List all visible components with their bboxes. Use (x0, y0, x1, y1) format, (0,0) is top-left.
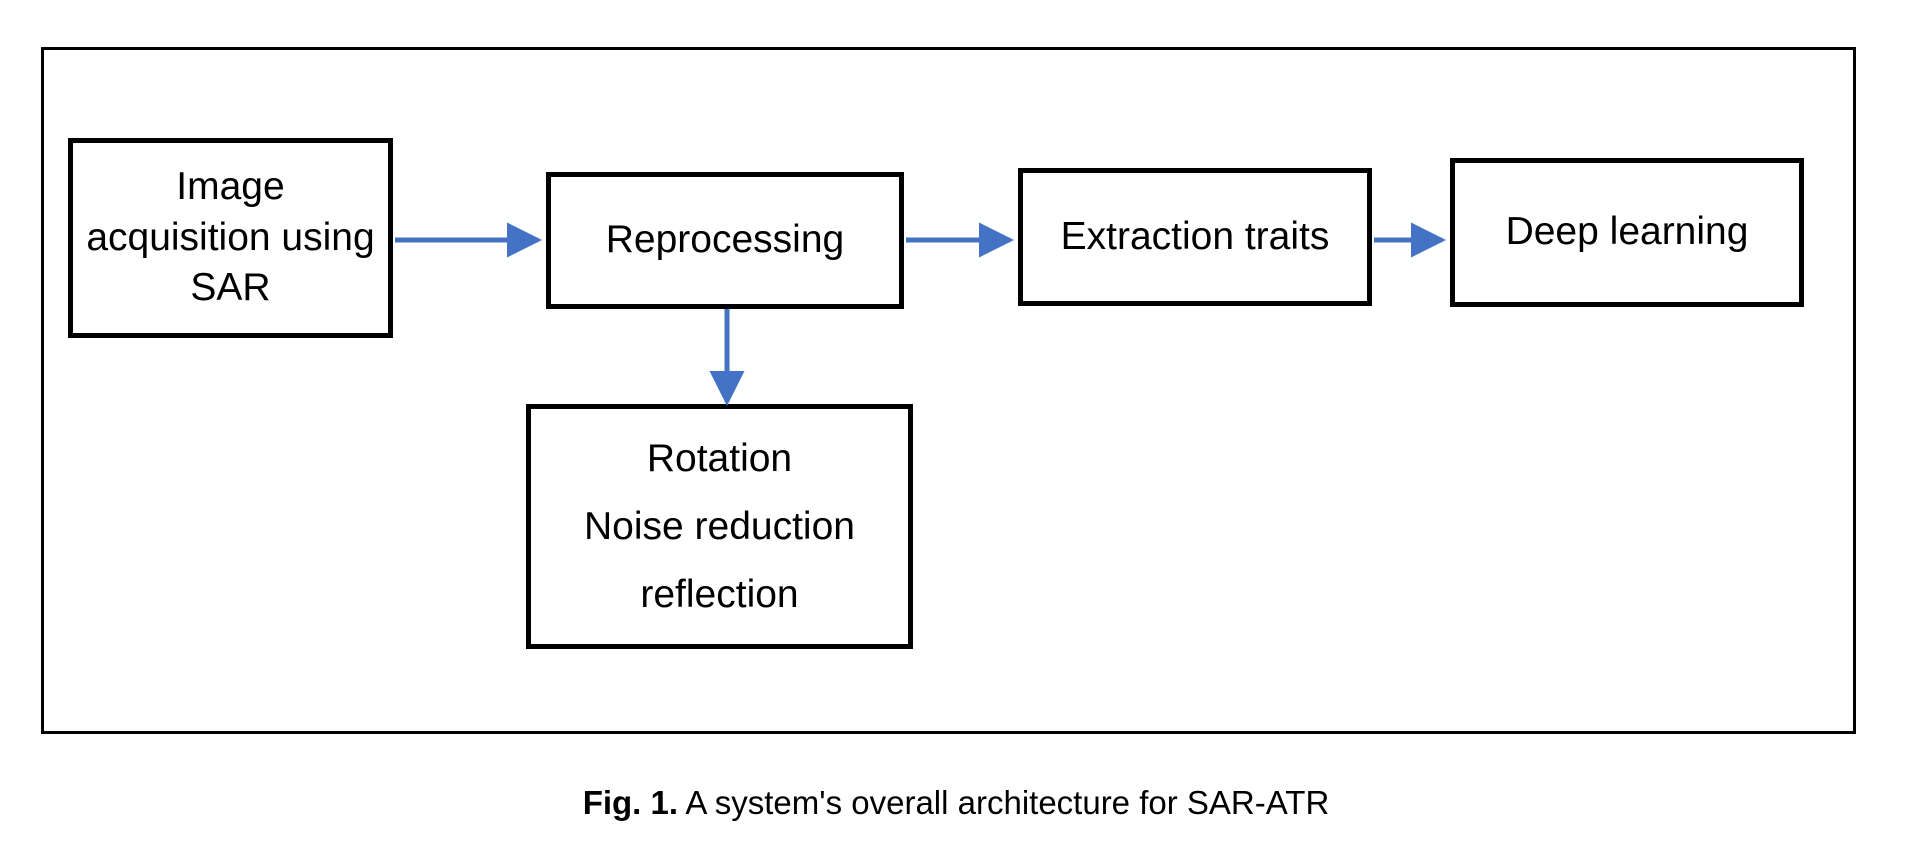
node-image-acquisition: Image acquisition using SAR (68, 138, 393, 338)
node-augmentation: Rotation Noise reduction reflection (526, 404, 913, 649)
node-deep-learning: Deep learning (1450, 158, 1804, 307)
node-reprocessing-label: Reprocessing (605, 218, 845, 262)
node-extraction-traits-label: Extraction traits (1060, 214, 1330, 258)
node-augmentation-line-3: reflection (640, 572, 799, 616)
node-extraction-traits: Extraction traits (1018, 168, 1372, 306)
node-deep-learning-label: Deep learning (1505, 210, 1749, 254)
figure-caption-prefix: Fig. 1. (582, 784, 679, 821)
node-reprocessing: Reprocessing (546, 172, 904, 309)
node-image-acquisition-label: Image acquisition using SAR (86, 164, 375, 310)
figure-caption-text: A system's overall architecture for SAR-… (685, 784, 1330, 821)
figure-caption: Fig. 1. A system's overall architecture … (0, 784, 1912, 822)
node-augmentation-line-2: Noise reduction (584, 504, 855, 548)
node-augmentation-line-1: Rotation (646, 436, 793, 480)
